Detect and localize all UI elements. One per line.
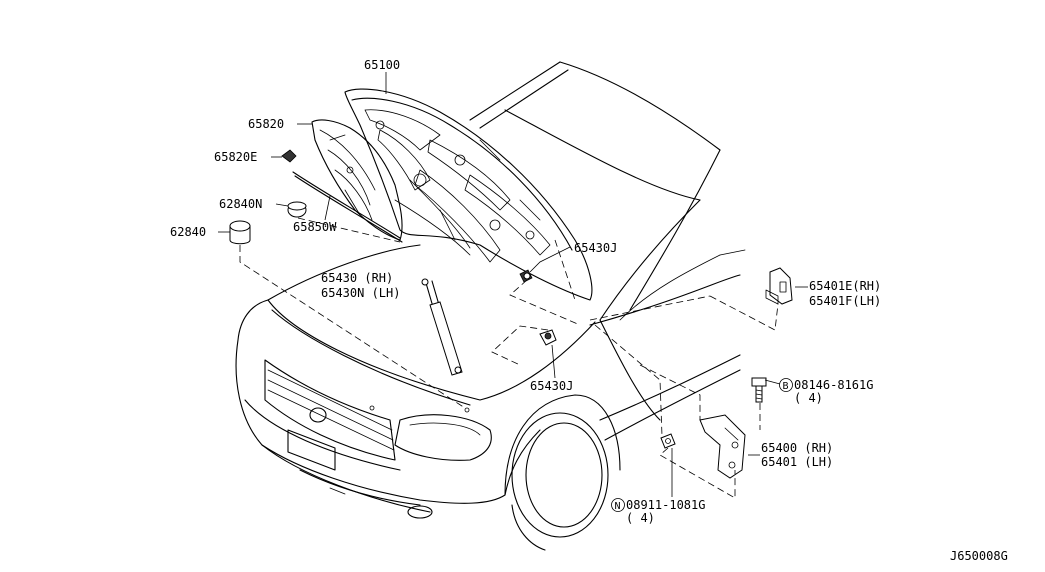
hinge-lower-part	[699, 414, 746, 479]
label-62840n: 62840N	[219, 197, 262, 211]
label-65100: 65100	[364, 58, 400, 72]
label-65401-lh: 65401 (LH)	[761, 455, 833, 469]
label-65820e: 65820E	[214, 150, 257, 164]
bumper-62840-part	[229, 220, 251, 245]
hood-insulator-part	[311, 119, 403, 241]
car-body-illustration	[235, 61, 746, 551]
clip-65820e-part	[281, 149, 297, 163]
label-65400-rh: 65400 (RH)	[761, 441, 833, 455]
label-leader-lines	[218, 72, 808, 497]
nut-symbol: N	[611, 498, 625, 512]
label-65430n-lh: 65430N (LH)	[321, 286, 400, 300]
label-65430-rh: 65430 (RH)	[321, 271, 393, 285]
hood-seal-part	[292, 171, 403, 243]
hood-panel	[344, 88, 593, 301]
nut-08911-part	[660, 433, 676, 449]
label-bolt-code: 08146-8161G	[794, 378, 873, 392]
label-65430j-lower: 65430J	[530, 379, 573, 393]
label-62840: 62840	[170, 225, 206, 239]
label-nut-code: 08911-1081G	[626, 498, 705, 512]
nut-symbol-letter: N	[615, 501, 621, 512]
ball-stud-lower-part	[539, 329, 557, 346]
bolt-symbol: B	[779, 378, 793, 392]
label-65850w: 65850W	[293, 220, 337, 234]
bolt-08146-part	[751, 377, 767, 403]
part-labels: 65100 65820 65820E 62840N 65850W 62840 6…	[170, 58, 1008, 563]
bumper-62840n-part	[287, 201, 307, 218]
hood-gas-strut-part	[421, 278, 463, 376]
bolt-symbol-letter: B	[783, 381, 789, 392]
dashed-assembly-lines	[239, 217, 779, 499]
label-65820: 65820	[248, 117, 284, 131]
hinge-upper-part	[765, 267, 793, 305]
label-65401e-rh: 65401E(RH)	[809, 279, 881, 293]
label-bolt-qty: ( 4)	[794, 391, 823, 405]
ball-stud-upper-part	[519, 269, 533, 283]
label-nut-qty: ( 4)	[626, 511, 655, 525]
label-65430j-upper: 65430J	[574, 241, 617, 255]
diagram-code: J650008G	[950, 549, 1008, 563]
label-65401f-lh: 65401F(LH)	[809, 294, 881, 308]
